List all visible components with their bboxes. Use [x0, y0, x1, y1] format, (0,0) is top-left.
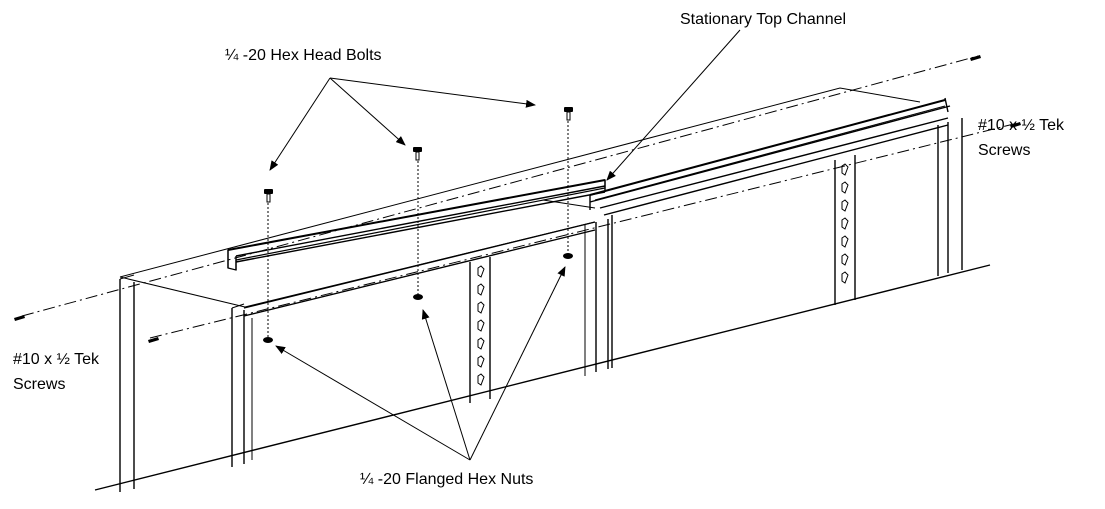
bolt-1	[264, 189, 273, 340]
hex-head-bolts	[264, 107, 573, 340]
label-tek-screws-left-1: #10 x ½ Tek	[13, 351, 100, 368]
label-flanged-hex-nuts: ¼ -20 Flanged Hex Nuts	[360, 471, 533, 488]
nut-2	[413, 294, 423, 300]
floor-line	[94, 264, 991, 491]
tek-screw-right-top	[970, 55, 981, 61]
stationary-top-channel	[227, 179, 606, 271]
tek-screws	[14, 55, 1021, 343]
bolt-2	[413, 147, 422, 295]
label-stationary-top-channel: Stationary Top Channel	[680, 11, 846, 28]
flanged-hex-nuts	[263, 253, 573, 343]
label-tek-screws-right-2: Screws	[978, 142, 1030, 159]
tek-screw-right-bottom	[1010, 122, 1021, 128]
right-bay	[589, 97, 963, 368]
nut-1	[263, 337, 273, 343]
bolt-3	[564, 107, 573, 255]
post-slots-left	[477, 265, 485, 386]
leader-arrows	[269, 29, 741, 461]
tek-screw-left-top	[14, 315, 25, 321]
post-slots-right	[841, 163, 849, 284]
nut-3	[563, 253, 573, 259]
label-tek-screws-left-2: Screws	[13, 376, 65, 393]
label-hex-head-bolts: ¼ -20 Hex Head Bolts	[225, 47, 382, 64]
left-bay	[119, 219, 609, 492]
label-tek-screws-right-1: #10 x ½ Tek	[978, 117, 1065, 134]
tek-screw-left-bottom	[148, 337, 159, 343]
